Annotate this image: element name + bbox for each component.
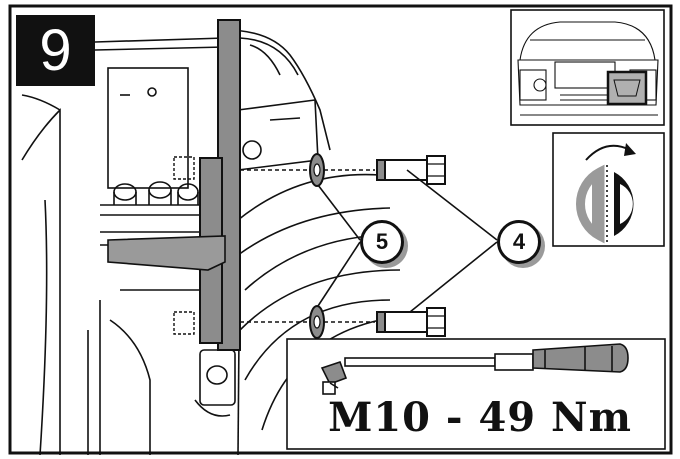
callout-4: 4 [497,220,541,264]
bolt-upper [376,155,446,185]
torque-wrench-icon [320,343,629,395]
leader-lines [317,169,498,313]
callout-5: 5 [360,220,404,264]
hole-marker-upper [173,156,195,180]
bracket-flange [107,235,226,271]
bolt-lower [376,307,446,337]
washer-upper [309,153,325,187]
step-number-badge: 9 [16,15,95,86]
left-right-side-icon [552,132,665,247]
car-rear-location-thumbnail [510,9,665,126]
washer-lower [309,305,325,339]
outer-frame [8,4,673,455]
torque-spec-label: M10 - 49 Nm [328,394,632,441]
hole-marker-lower [173,311,195,335]
